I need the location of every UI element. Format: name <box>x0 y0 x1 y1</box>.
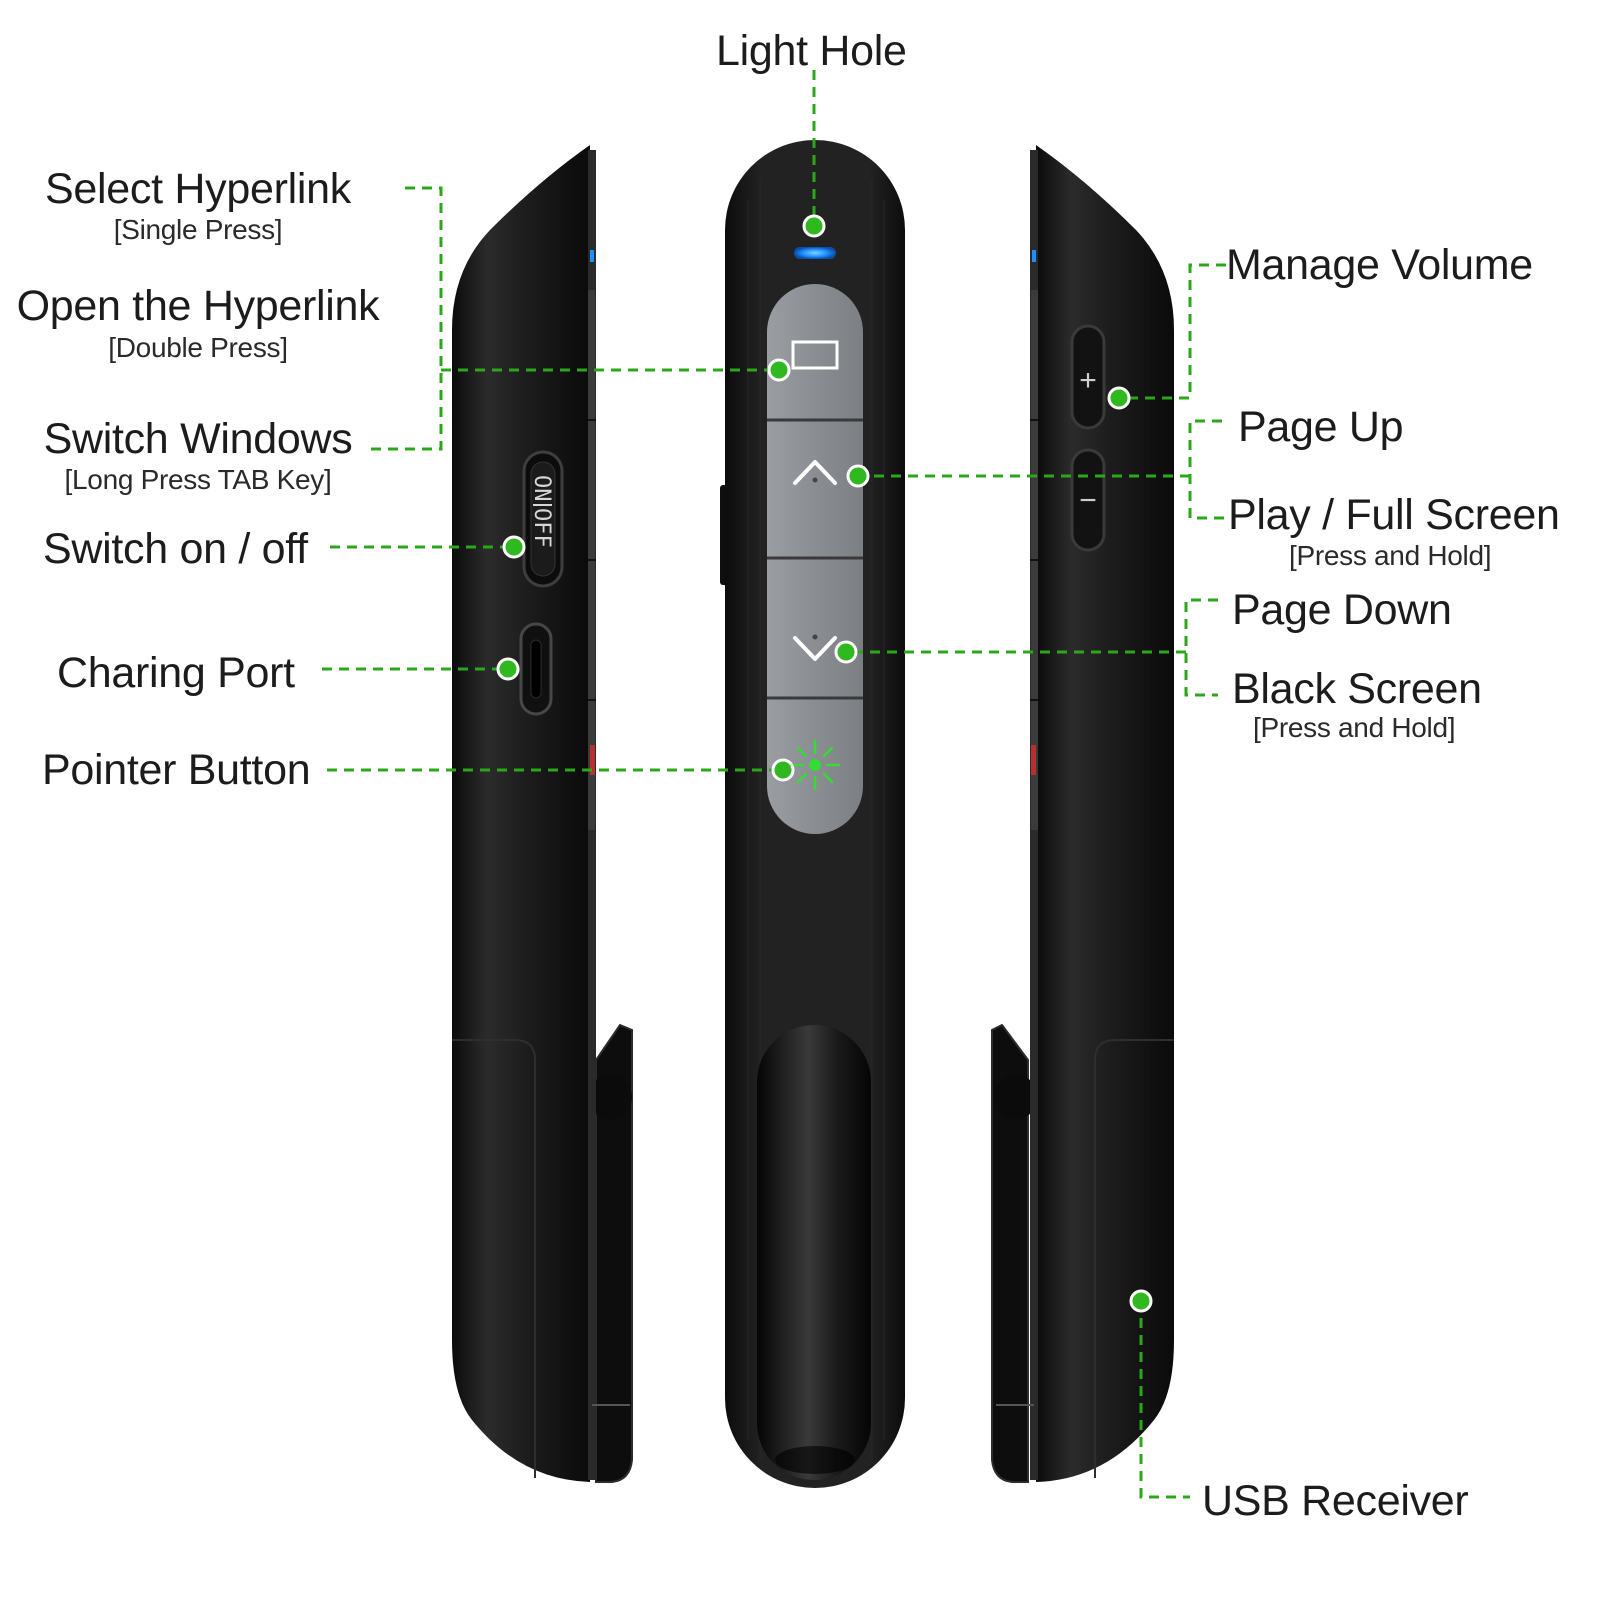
switch-windows-label: Switch Windows <box>43 415 353 463</box>
volume-up-button[interactable]: + <box>1070 324 1106 430</box>
charging-port-label: Charing Port <box>57 649 295 697</box>
switch-on-off-label: Switch on / off <box>43 525 308 573</box>
right-clip-hinge <box>994 1075 1038 1119</box>
manage-volume-label: Manage Volume <box>1226 241 1533 289</box>
black-screen-label: Black Screen <box>1232 665 1482 713</box>
button-panel <box>767 284 863 834</box>
switch-off-text: OFF <box>529 508 554 548</box>
chevron-down-icon <box>793 636 837 661</box>
volume-down-icon: − <box>1079 484 1097 517</box>
window-button[interactable] <box>791 340 839 370</box>
volume-down-button[interactable]: − <box>1070 448 1106 552</box>
dot-light-hole <box>802 214 826 238</box>
dot-page-down <box>834 640 858 664</box>
page-up-label: Page Up <box>1238 403 1404 451</box>
leader-lines <box>322 70 1226 1499</box>
page-up-button[interactable] <box>793 460 837 485</box>
right-clip <box>991 1023 1029 1483</box>
usb-receiver-label: USB Receiver <box>1202 1477 1469 1525</box>
page-down-button[interactable] <box>793 634 837 661</box>
left-laser-edge <box>590 745 595 775</box>
switch-windows-note: [Long Press TAB Key] <box>64 464 332 495</box>
charging-port <box>519 622 553 716</box>
dot-usb-receiver <box>1129 1289 1153 1313</box>
pointer-button-label: Pointer Button <box>42 746 311 794</box>
right-device: + − <box>991 145 1174 1483</box>
callout-dots <box>496 214 1153 1313</box>
center-device <box>720 140 905 1488</box>
laser-icon <box>789 739 841 791</box>
dot-page-up <box>846 464 870 488</box>
power-switch[interactable]: ON OFF <box>522 450 564 588</box>
left-body <box>452 145 590 1482</box>
dot-volume <box>1107 386 1131 410</box>
dot-charging-port <box>496 657 520 681</box>
left-clip-hinge <box>588 1075 632 1119</box>
select-hyperlink-label: Select Hyperlink <box>45 165 351 213</box>
play-full-screen-label: Play / Full Screen <box>1228 491 1560 539</box>
select-hyperlink-note: [Single Press] <box>113 214 283 245</box>
open-hyperlink-label: Open the Hyperlink <box>16 282 380 330</box>
receiver-slot <box>757 1025 871 1480</box>
dot-power-switch <box>502 535 526 559</box>
page-down-label: Page Down <box>1232 586 1452 634</box>
left-device: ON OFF <box>452 145 633 1483</box>
switch-on-text: ON <box>529 475 554 502</box>
chevron-up-icon <box>793 460 837 485</box>
left-led <box>590 250 594 262</box>
window-icon <box>791 340 839 370</box>
left-clip <box>595 1023 633 1483</box>
play-full-screen-note: [Press and Hold] <box>1289 540 1492 571</box>
light-hole-label: Light Hole <box>716 27 907 75</box>
light-hole-led <box>794 247 836 259</box>
dot-pointer-button <box>771 758 795 782</box>
black-screen-note: [Press and Hold] <box>1253 712 1456 743</box>
open-hyperlink-note: [Double Press] <box>108 332 288 363</box>
volume-up-icon: + <box>1079 364 1097 397</box>
pointer-button[interactable] <box>789 739 841 791</box>
dot-window-button <box>767 358 791 382</box>
